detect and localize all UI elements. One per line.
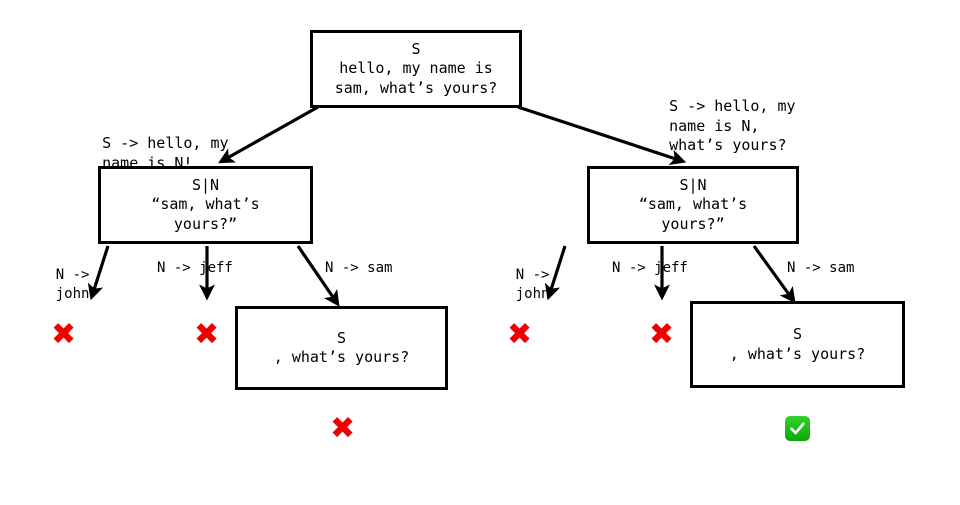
node-right-sn[interactable]: S|N “sam, what’s yours?” — [587, 166, 799, 244]
edge-label-root-left: S -> hello, my name is N! — [66, 114, 229, 193]
edge-label-root-right-line3: what’s yours? — [669, 136, 787, 155]
node-left-leaf-line1: S — [336, 328, 347, 347]
edge-label-left-john: N -> john — [22, 248, 90, 322]
node-right-leaf-line1: S — [792, 325, 803, 343]
edge-label-root-right-line1: S -> hello, my — [669, 96, 796, 115]
node-right-leaf[interactable]: S , what’s yours? — [690, 301, 905, 388]
node-root[interactable]: S hello, my name is sam, what’s yours? — [310, 30, 522, 108]
edge-label-right-jeff: N -> jeff — [612, 260, 688, 276]
edge-label-left-sam: N -> sam — [325, 260, 393, 276]
node-left-sn-line1: S|N — [191, 175, 220, 194]
edge-label-root-left-line2: name is N! — [102, 153, 193, 172]
edge-label-left-john-line1: N -> — [55, 267, 90, 284]
node-right-sn-line1: S|N — [679, 175, 707, 194]
fail-mark-left-john: ✖ — [51, 317, 77, 352]
edge-label-right-john: N -> john — [482, 248, 550, 322]
edge-label-left-john-line2: john — [55, 285, 90, 302]
node-left-leaf[interactable]: S , what’s yours? — [235, 306, 448, 390]
edge-label-root-left-line1: S -> hello, my — [102, 133, 229, 152]
edge-label-root-right-line2: name is N, — [669, 116, 760, 135]
node-right-sn-line2: “sam, what’s — [638, 195, 748, 214]
node-left-sn[interactable]: S|N “sam, what’s yours?” — [98, 166, 313, 244]
edge-left-sn-to-john — [87, 245, 110, 301]
node-left-sn-line2: “sam, what’s — [151, 195, 260, 214]
fail-mark-right-jeff: ✖ — [649, 317, 675, 352]
node-right-sn-line3: yours?” — [661, 214, 725, 233]
success-mark-right-result — [785, 416, 810, 441]
edge-label-right-john-line2: john — [515, 285, 550, 302]
node-root-line1: S — [411, 39, 421, 58]
edge-label-root-right: S -> hello, my name is N, what’s yours? — [633, 77, 796, 176]
fail-mark-left-jeff: ✖ — [194, 317, 220, 352]
checkmark-icon — [790, 422, 805, 435]
edge-root-to-left-sn — [218, 105, 319, 164]
node-root-line2: hello, my name is — [339, 59, 493, 78]
edge-label-left-jeff: N -> jeff — [157, 260, 233, 276]
edge-label-right-john-line1: N -> — [515, 267, 550, 284]
fail-mark-left-result: ✖ — [330, 411, 356, 446]
node-right-leaf-line2: , what’s yours? — [729, 344, 866, 363]
fail-mark-right-john: ✖ — [507, 317, 533, 352]
node-root-line3: sam, what’s yours? — [334, 78, 498, 97]
node-left-sn-line3: yours?” — [173, 214, 238, 233]
edge-right-sn-to-john — [544, 245, 567, 301]
edge-label-right-sam: N -> sam — [787, 260, 855, 276]
node-left-leaf-line2: , what’s yours? — [273, 348, 410, 366]
